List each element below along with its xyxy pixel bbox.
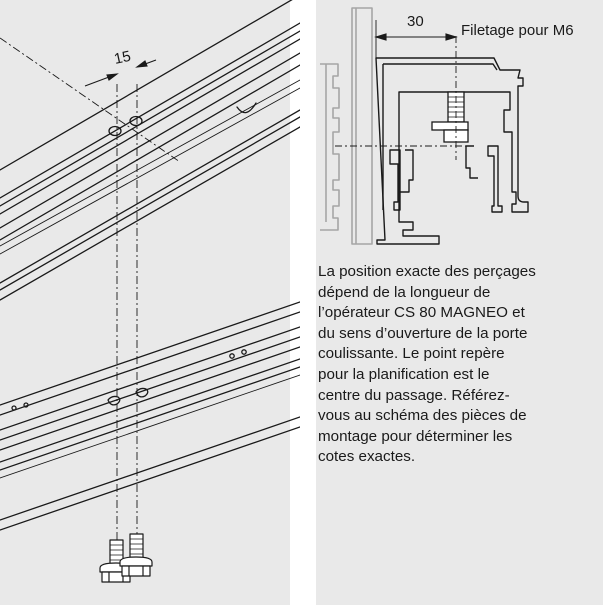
wall-bracket-profile xyxy=(320,7,373,245)
lower-slot-1 xyxy=(107,395,121,406)
profile-section-drawing: 30 Filetage pour M6 xyxy=(320,7,574,245)
thread-label: Filetage pour M6 xyxy=(461,22,574,39)
description-text: La position exacte des perçages dépend d… xyxy=(318,263,536,466)
upper-rail xyxy=(0,0,300,301)
mounting-screws xyxy=(99,533,153,583)
upper-hole-1 xyxy=(108,125,122,137)
dimension-15-label: 15 xyxy=(113,48,133,68)
upper-hole-2 xyxy=(129,115,143,127)
drawing-panel-left xyxy=(0,0,290,605)
track-profile xyxy=(375,57,529,245)
bolt-m6 xyxy=(431,91,469,143)
rail-drilling-drawing: 15 xyxy=(0,0,300,583)
dimension-30 xyxy=(374,20,458,58)
dimension-15 xyxy=(84,59,157,87)
screw-right xyxy=(119,533,153,577)
panel-divider xyxy=(290,0,316,605)
lower-slot-2 xyxy=(135,387,149,398)
lower-rail xyxy=(0,301,300,531)
dimension-30-label: 30 xyxy=(407,13,424,30)
